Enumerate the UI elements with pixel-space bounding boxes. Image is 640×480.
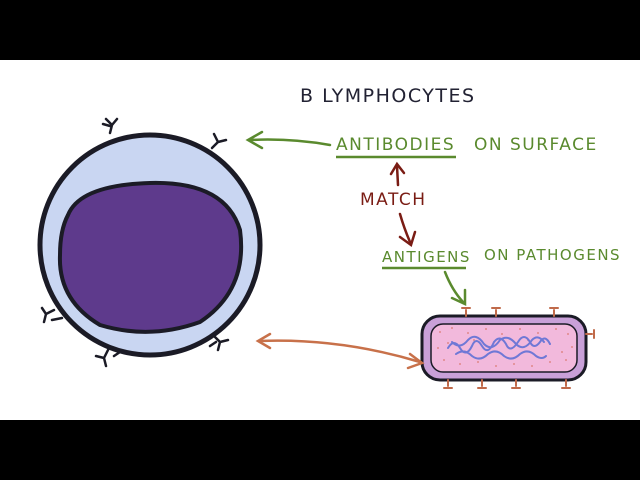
match-label: MATCH [360, 190, 427, 210]
antibody-arrow [245, 130, 332, 150]
match-up-arrow [389, 161, 406, 187]
antibody-icon [104, 117, 119, 135]
bacterium-spots [437, 327, 573, 367]
cell-nucleus [57, 180, 244, 334]
antibody-icon [210, 132, 228, 150]
antigen-arrow [443, 270, 467, 306]
antibody-icon [101, 122, 112, 128]
letterbox-bottom [0, 420, 640, 480]
antibody-icon [50, 316, 64, 322]
diagram-title: B LYMPHOCYTES [300, 85, 476, 107]
letterbox-top [0, 0, 640, 60]
bacterium-cytoplasm [430, 323, 578, 373]
antibody-icon [208, 340, 218, 348]
on-surface-label: ON SURFACE [474, 135, 598, 155]
cell-pathogen-arrow [255, 332, 425, 370]
pathogen-bacterium [420, 307, 595, 389]
surface-antibodies [40, 117, 230, 368]
whiteboard-canvas: B LYMPHOCYTES [0, 60, 640, 420]
antibody-icon [212, 334, 230, 352]
antibody-icon [40, 306, 56, 324]
bacterial-dna [447, 335, 551, 360]
antibodies-label: ANTIBODIES [336, 135, 455, 155]
on-pathogens-label: ON PATHOGENS [484, 246, 621, 264]
antibody-icon [94, 348, 110, 368]
b-cell [37, 132, 263, 358]
antibody-icon [112, 350, 122, 358]
b-lymphocyte-diagram: B LYMPHOCYTES [37, 85, 621, 389]
pathogen-antigens [443, 307, 595, 389]
match-down-arrow [398, 212, 417, 248]
antigens-label: ANTIGENS [382, 248, 471, 266]
